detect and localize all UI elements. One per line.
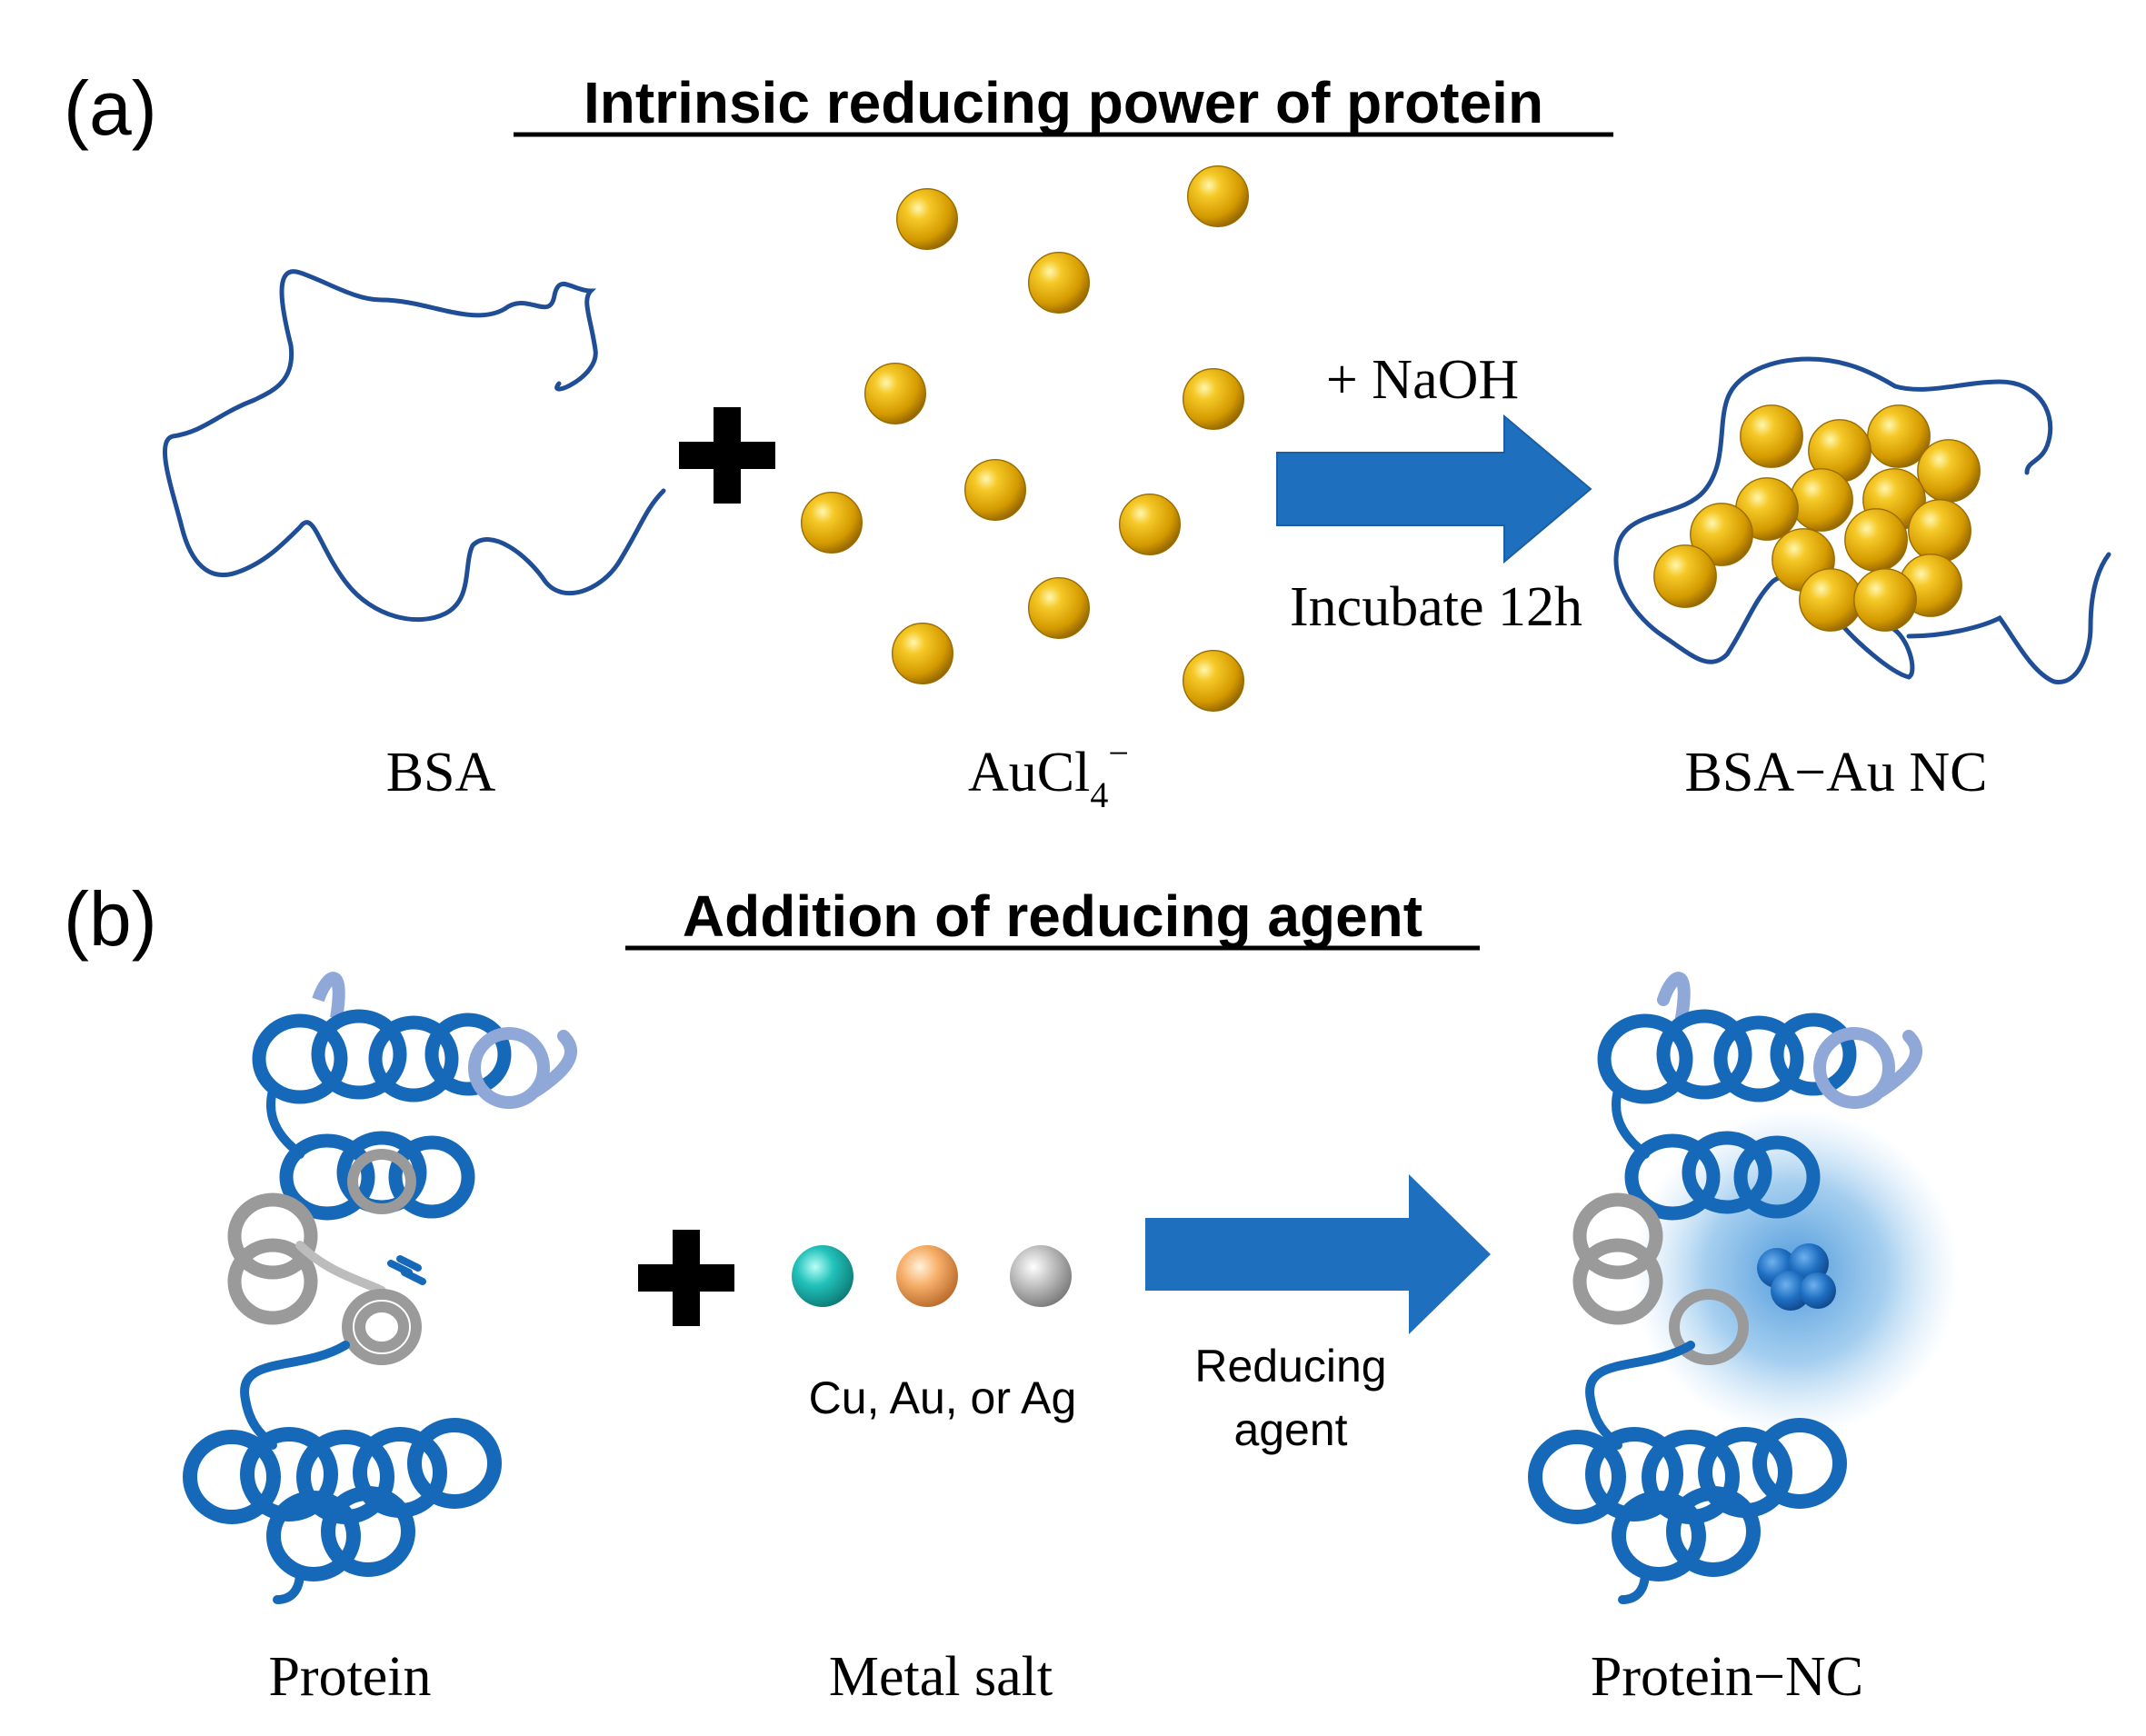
label-bsa: BSA (386, 742, 496, 803)
panel-b-title: Addition of reducing agent (683, 883, 1422, 949)
gold-particle (1028, 252, 1090, 314)
label-aucl4: AuCl4− (968, 733, 1129, 815)
label-protein-nc: Protein−NC (1591, 1646, 1863, 1708)
arrow-label-incubate: Incubate 12h (1290, 576, 1582, 638)
gold-particle (801, 492, 863, 554)
nanocluster-icon (1757, 1243, 1836, 1311)
reaction-arrow-a (1276, 414, 1592, 564)
plus-icon (638, 1230, 734, 1326)
arrow-label-agent: agent (1233, 1404, 1347, 1455)
ag-particle (1010, 1245, 1072, 1307)
gold-particle (1028, 577, 1090, 639)
protein-ribbon-icon (183, 972, 577, 1604)
panel-b-letter: (b) (64, 876, 157, 962)
panel-a: (a) Intrinsic reducing power of protein … (64, 65, 2111, 815)
gold-particle (1119, 494, 1181, 555)
reaction-arrow-b (1145, 1174, 1491, 1334)
metal-salt-particles (792, 1245, 1072, 1307)
panel-b: (b) Addition of reducing agent (64, 876, 1959, 1708)
gold-particle (1187, 165, 1249, 227)
protein-nc-icon (1528, 972, 1959, 1604)
panel-a-title: Intrinsic reducing power of protein (584, 70, 1543, 135)
gold-particle (1183, 650, 1244, 712)
arrow-label-naoh: + NaOH (1326, 349, 1519, 411)
label-metal-salt: Metal salt (829, 1646, 1053, 1708)
bsa-strand-icon (163, 269, 666, 622)
gold-particle (892, 623, 953, 684)
label-bsa-au-nc: BSA−Au NC (1685, 742, 1988, 803)
bsa-au-nc-icon (1613, 356, 2111, 684)
plus-icon (679, 407, 775, 504)
gold-particle (1183, 368, 1244, 430)
arrow-label-reducing: Reducing (1194, 1341, 1386, 1392)
gold-particle (896, 188, 958, 250)
cu-particle (792, 1245, 853, 1307)
panel-a-letter: (a) (64, 65, 157, 151)
gold-particle (864, 363, 926, 424)
metals-caption: Cu, Au, or Ag (809, 1372, 1077, 1423)
au-particle (896, 1245, 958, 1307)
gold-particle (964, 459, 1026, 521)
aucl4-particles (801, 165, 1249, 712)
gold-cluster (1653, 404, 1981, 632)
label-protein: Protein (268, 1646, 431, 1708)
